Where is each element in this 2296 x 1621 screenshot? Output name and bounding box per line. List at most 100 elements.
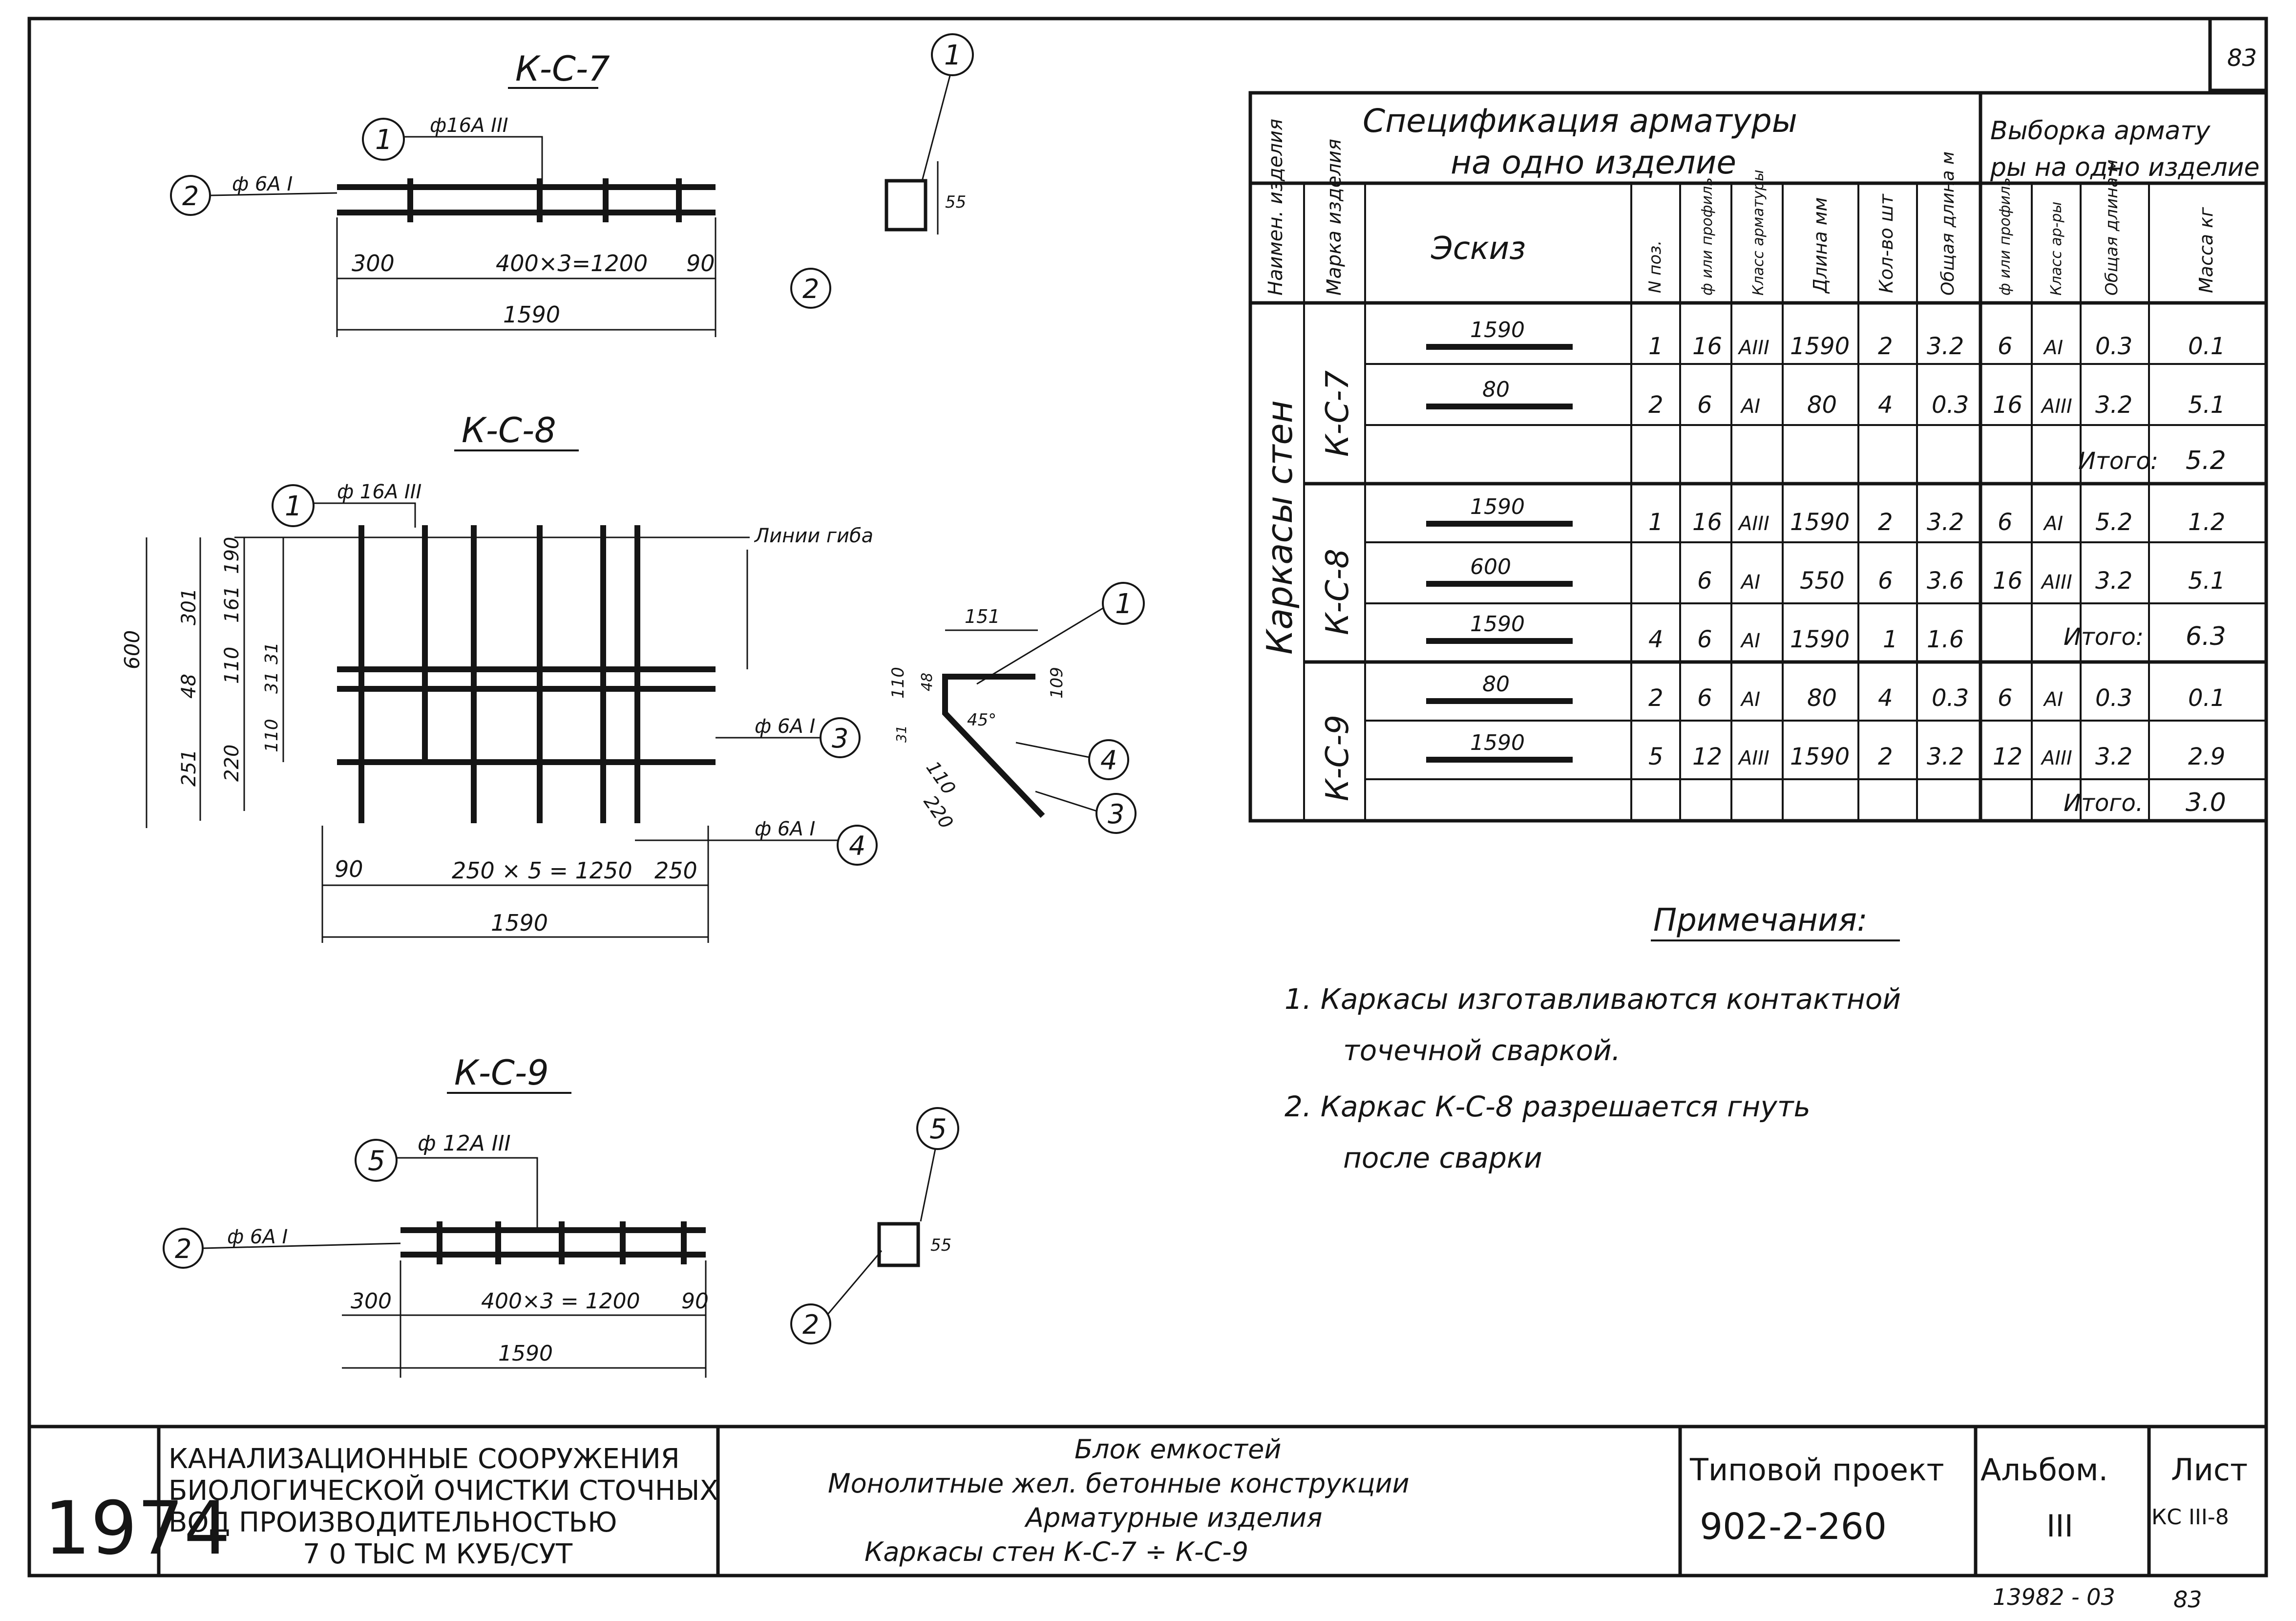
kc8-bend-mark-1 [1102,582,1145,625]
cell-s-dia: 6 [1998,684,2013,712]
spec-group-label: Каркасы стен [1259,400,1300,655]
spec-header-1: Марка изделия [1323,139,1346,296]
kc9-title: К-С-9 [454,1053,549,1093]
cell-sketch: 1590 [1470,612,1525,637]
cell-s-cls: АI [2043,688,2063,711]
page-number: 83 [2227,44,2257,72]
cell-s-cls: АIII [2040,571,2072,594]
note-line-4: после сварки [1343,1141,1542,1174]
doc-code: 13982 - 03 [1993,1584,2115,1610]
cell-s-mass: 0.1 [2188,333,2225,360]
tb-desc-1: Блок емкостей [1074,1434,1281,1465]
kc7-mark-1-text: 1 [375,124,393,156]
kc9-mark-5 [355,1139,398,1182]
spec-mark-kc7: К-С-7 [1320,370,1356,457]
cell-s-dia: 16 [1993,391,2022,419]
cell-s-dia: 6 [1998,509,2013,536]
spec-header-8: Общая длина м [1938,151,1958,296]
spec-title-2: на одно изделие [1451,144,1736,181]
cell-total: 3.6 [1927,567,1964,595]
kc9-dim-left: 300 [351,1289,392,1314]
kc9-leader-2 [202,1242,401,1249]
cell-len: 80 [1807,684,1837,712]
spec-header-11: Общая длина м [2102,159,2122,296]
notes: Примечания: 1. Каркасы изготавливаются к… [1285,902,1901,1174]
spec-header-4: ф или профиль [1699,177,1716,296]
kc8-dim-left: 90 [335,856,363,882]
kc8-bend-d2: 110 [888,667,908,699]
kc7-rebar-1: ф16А III [430,114,508,137]
tb-project-label: Типовой проект [1689,1452,1944,1488]
kc9-dim-mid: 400×3 = 1200 [481,1289,640,1314]
kc9-section-mark-2 [790,1303,831,1344]
cell-cls: АI [1740,688,1760,711]
kc9-section-leader-2 [827,1250,883,1315]
note-line-1: 1. Каркасы изготавливаются контактной [1285,982,1901,1016]
kc8-dim-l2: 48 [178,674,200,699]
kc7-leader-1 [404,136,543,187]
cell-s-len: 3.2 [2095,743,2132,770]
cell-pos: 4 [1648,626,1664,653]
spec-header-0: Наимен. изделия [1264,119,1287,296]
kc7-section-mark-1 [931,33,974,76]
drawing-kc7: К-С-7 1 ф16А III 2 ф 6А I 300 400×3=1200… [170,33,974,337]
cell-qty: 4 [1878,684,1893,712]
spec-mark-kc9: К-С-9 [1320,715,1356,801]
outer-frame [27,17,2268,1578]
kc9-section-leader-5 [920,1149,936,1222]
page-footer-number: 83 [2173,1586,2202,1613]
cell-sketch: 1590 [1470,494,1525,519]
kc8-bend-d1: 151 [965,606,1000,627]
cell-total: 1.6 [1927,626,1964,653]
kc8-bend-mark-1-text: 1 [1115,588,1133,620]
tb-sheet-number: КС III-8 [2151,1505,2229,1530]
spec-row-kc7-1: 1590 1 16 АIII 1590 2 3.2 6 АI 0.3 0.1 [1426,318,2225,360]
kc9-rebar-5: ф 12А III [418,1131,511,1156]
kc7-mark-1 [362,118,405,161]
kc8-dim-right: 250 [654,857,697,884]
cell-pos: 1 [1648,509,1664,536]
spec-row-kc8-2: 600 6 АI 550 6 3.6 16 АIII 3.2 5.1 [1426,555,2225,595]
kc8-dim-l4: 110 [221,647,243,684]
kc7-dim-mid: 400×3=1200 [496,250,648,277]
cell-pos: 2 [1648,391,1664,419]
kc8-rebar-4: ф 6А I [755,818,815,840]
cell-cls: АIII [1737,512,1769,535]
spec-row-kc8-1: 1590 1 16 АIII 1590 2 3.2 6 АI 5.2 1.2 [1426,494,2225,536]
cell-s-cls: АIII [2040,395,2072,418]
spec-header-10: Класс ар-ры [2048,202,2065,296]
cell-total: 3.2 [1927,333,1964,360]
kc8-title: К-С-8 [462,410,556,450]
cell-sketch: 600 [1470,555,1511,579]
kc8-dim-l3: 301 [178,588,200,625]
spec-row-kc8-3: 1590 4 6 АI 1590 1 1.6 Итого: 6.3 [1426,612,2226,653]
tb-album-number: III [2046,1508,2073,1544]
spec-row-kc7-3: Итого: 5.2 [2078,446,2226,475]
cell-s-cls: АI [2043,512,2063,535]
kc8-bend-angle: 45° [967,710,996,730]
cell-total: 3.2 [1927,509,1964,536]
cell-len: 1590 [1790,333,1850,360]
kc9-section-mark-2-text: 2 [802,1309,819,1340]
tb-project-number: 902-2-260 [1700,1506,1887,1548]
cell-s-cls: АIII [2040,747,2072,769]
sheet-frame [27,17,2268,1578]
cell-dia: 12 [1692,743,1722,770]
cell-qty: 2 [1878,743,1893,770]
kc7-section-dim-text: 55 [945,192,966,212]
cell-pos: 1 [1648,333,1664,360]
kc8-mark-4-text: 4 [849,831,865,861]
kc9-dim-total: 1590 [498,1341,553,1366]
cell-s-dia: 6 [1998,333,2013,360]
cell-cls: АI [1740,571,1760,594]
cell-s-mass: 1.2 [2188,509,2225,536]
cell-s-mass: 2.9 [2188,743,2225,770]
cell-cls: АIII [1737,337,1769,359]
kc8-dim-height: 600 [120,630,144,669]
spec-header-5: Класс арматуры [1750,170,1767,296]
cell-dia: 16 [1692,333,1722,360]
cell-qty: 2 [1878,509,1893,536]
kc8-bend-mark-3-text: 3 [1108,799,1124,830]
kc8-mark-4 [837,825,878,866]
cell-len: 1590 [1790,509,1850,536]
